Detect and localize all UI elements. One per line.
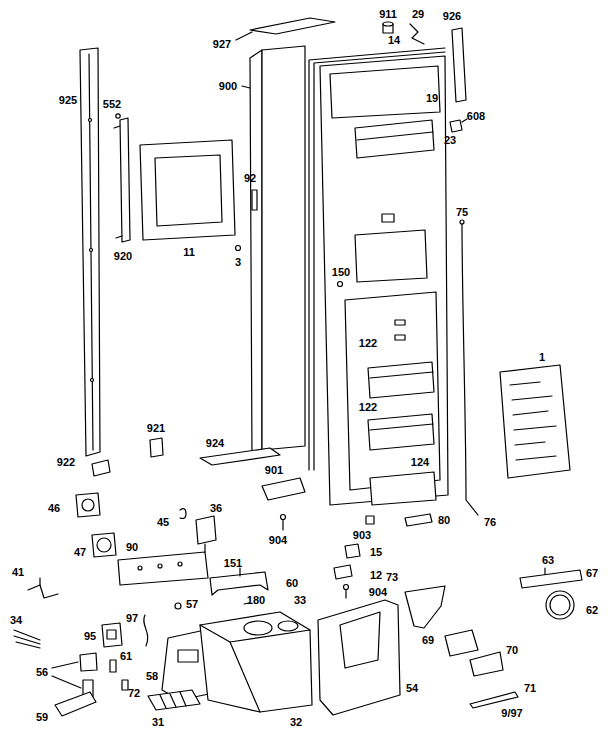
callout-number: 29	[412, 9, 424, 20]
callout-number: 3	[235, 257, 241, 268]
callout-number: 911	[379, 9, 397, 20]
callout-number: 901	[265, 465, 283, 476]
callout-number: 1	[539, 352, 545, 363]
callout-number: 122	[359, 338, 377, 349]
callout-number: 9/97	[501, 708, 522, 719]
callout-number: 75	[456, 207, 468, 218]
callout-number: 56	[36, 667, 48, 678]
callout-number: 920	[114, 251, 132, 262]
callout-number: 33	[294, 595, 306, 606]
callout-number: 31	[152, 717, 164, 728]
callout-number: 67	[586, 568, 598, 579]
callout-number: 58	[146, 671, 158, 682]
callout-number: 15	[370, 547, 382, 558]
callout-number: 61	[120, 651, 132, 662]
callout-number: 14	[388, 35, 400, 46]
callout-number: 608	[467, 111, 485, 122]
callout-number: 925	[59, 95, 77, 106]
callout-number: 36	[210, 503, 222, 514]
callout-number: 62	[586, 605, 598, 616]
callout-number: 904	[269, 535, 287, 546]
callout-number: 122	[359, 402, 377, 413]
callout-number: 151	[224, 558, 242, 569]
callout-number: 70	[506, 645, 518, 656]
callout-number: 45	[157, 517, 169, 528]
callout-number: 926	[443, 11, 461, 22]
callout-number: 72	[128, 688, 140, 699]
callout-number: 41	[12, 567, 24, 578]
callout-number: 903	[353, 530, 371, 541]
callout-number: 59	[36, 712, 48, 723]
callout-number: 904	[369, 587, 387, 598]
callout-number: 54	[406, 683, 418, 694]
callout-number: 11	[183, 247, 195, 258]
callout-number: 63	[542, 555, 554, 566]
callout-number: 900	[219, 81, 237, 92]
callout-number: 47	[74, 547, 86, 558]
callout-number: 73	[386, 572, 398, 583]
callout-number: 90	[126, 542, 138, 553]
callout-number: 927	[213, 39, 231, 50]
callout-number: 69	[422, 635, 434, 646]
callout-number: 124	[411, 457, 429, 468]
callout-number: 23	[444, 135, 456, 146]
callout-number: 19	[426, 93, 438, 104]
callout-number: 95	[84, 631, 96, 642]
callout-number: 97	[126, 613, 138, 624]
callout-number: 552	[103, 99, 121, 110]
callout-number: 76	[484, 517, 496, 528]
callout-number: 922	[57, 457, 75, 468]
callout-number: 71	[524, 683, 536, 694]
callout-number: 924	[206, 438, 224, 449]
callout-number: 150	[332, 267, 350, 278]
callout-number: 46	[48, 503, 60, 514]
callout-number: 57	[186, 599, 198, 610]
callout-number: 34	[10, 615, 22, 626]
callout-number: 180	[247, 595, 265, 606]
callout-number: 12	[370, 570, 382, 581]
callout-number: 92	[244, 173, 256, 184]
callout-number: 32	[290, 717, 302, 728]
callout-number: 80	[438, 515, 450, 526]
callout-number: 60	[286, 578, 298, 589]
callout-number: 921	[147, 423, 165, 434]
